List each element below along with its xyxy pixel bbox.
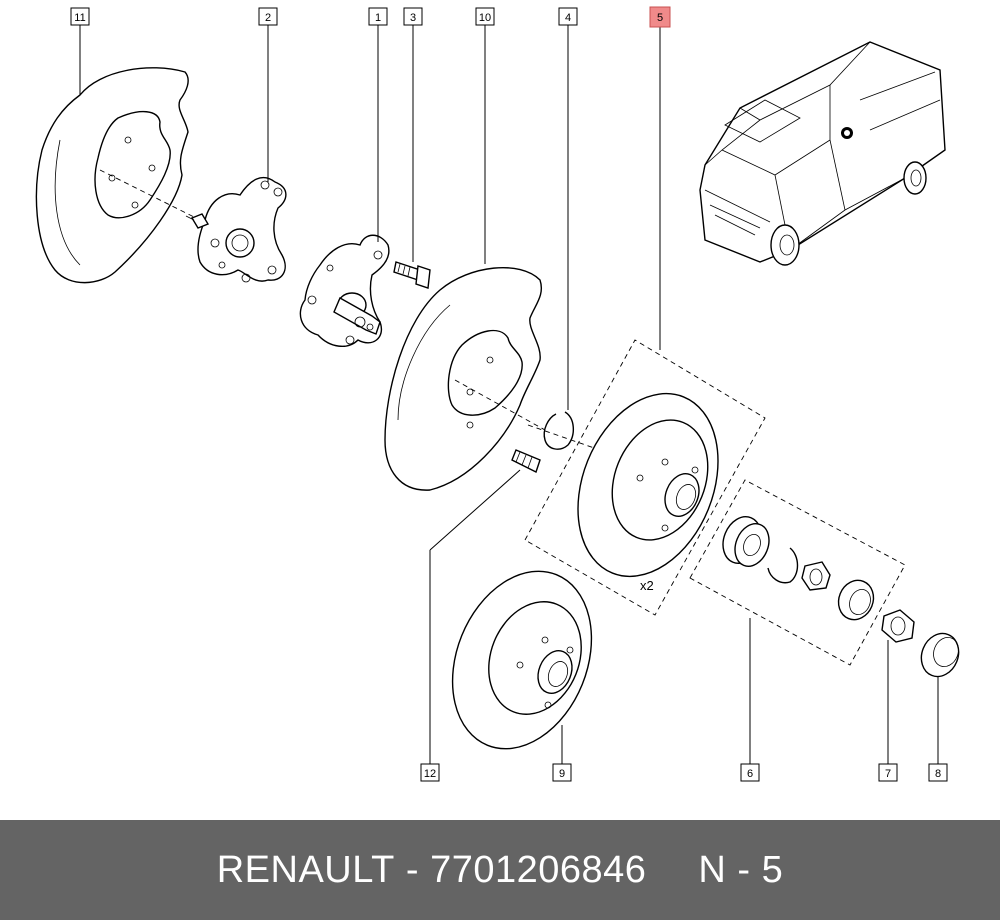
diagram-canvas: x2: [35, 6, 960, 782]
callout-8: 8: [928, 763, 948, 782]
brake-disc-kit-part-5: x2: [524, 339, 766, 616]
van-illustration: [699, 41, 946, 266]
leader-lines: [79, 25, 939, 764]
callout-label: 4: [565, 12, 571, 24]
exploded-parts-diagram: x2: [35, 6, 960, 782]
circlip-part-4: [527, 411, 601, 451]
hub-flange-part-2: [185, 177, 287, 283]
footer-separator: -: [405, 848, 419, 891]
footer-part-number: 7701206846: [430, 848, 647, 891]
callout-10: 10: [475, 7, 495, 26]
callout-label: 5: [657, 12, 663, 24]
hub-cap-part-8: [920, 632, 960, 678]
footer-brand: RENAULT: [216, 848, 395, 891]
backing-plate-part-10: [384, 267, 546, 491]
bearing-kit-part-6: [689, 479, 906, 666]
quantity-note: x2: [640, 578, 654, 593]
callout-1: 1: [368, 7, 388, 26]
callout-11: 11: [70, 7, 90, 26]
callout-label: 11: [74, 12, 85, 24]
callout-12: 12: [420, 763, 440, 782]
callout-4: 4: [558, 7, 578, 26]
stub-axle-carrier-part-1: [299, 234, 390, 347]
screw-part-12: [511, 449, 541, 473]
callout-label: 8: [935, 768, 941, 780]
callout-label: 12: [424, 768, 436, 780]
footer-banner: RENAULT - 7701206846 N - 5: [0, 820, 1000, 920]
callout-2: 2: [258, 7, 278, 26]
dust-shield-part-11: [35, 67, 211, 284]
callout-label: 9: [559, 768, 565, 780]
brake-disc-part-9: [451, 570, 593, 750]
callout-3: 3: [403, 7, 423, 26]
callout-7: 7: [878, 763, 898, 782]
callout-5-highlighted: 5: [649, 6, 671, 28]
callout-label: 3: [410, 12, 416, 24]
callout-9: 9: [552, 763, 572, 782]
bolt-part-3: [393, 261, 431, 289]
callout-label: 1: [375, 12, 381, 24]
callout-label: 10: [479, 12, 491, 24]
callout-6: 6: [740, 763, 760, 782]
footer-position: N - 5: [698, 848, 784, 891]
callout-label: 7: [885, 768, 891, 780]
callout-label: 6: [747, 768, 753, 780]
callout-label: 2: [265, 12, 271, 24]
hub-nut-part-7: [881, 609, 915, 643]
